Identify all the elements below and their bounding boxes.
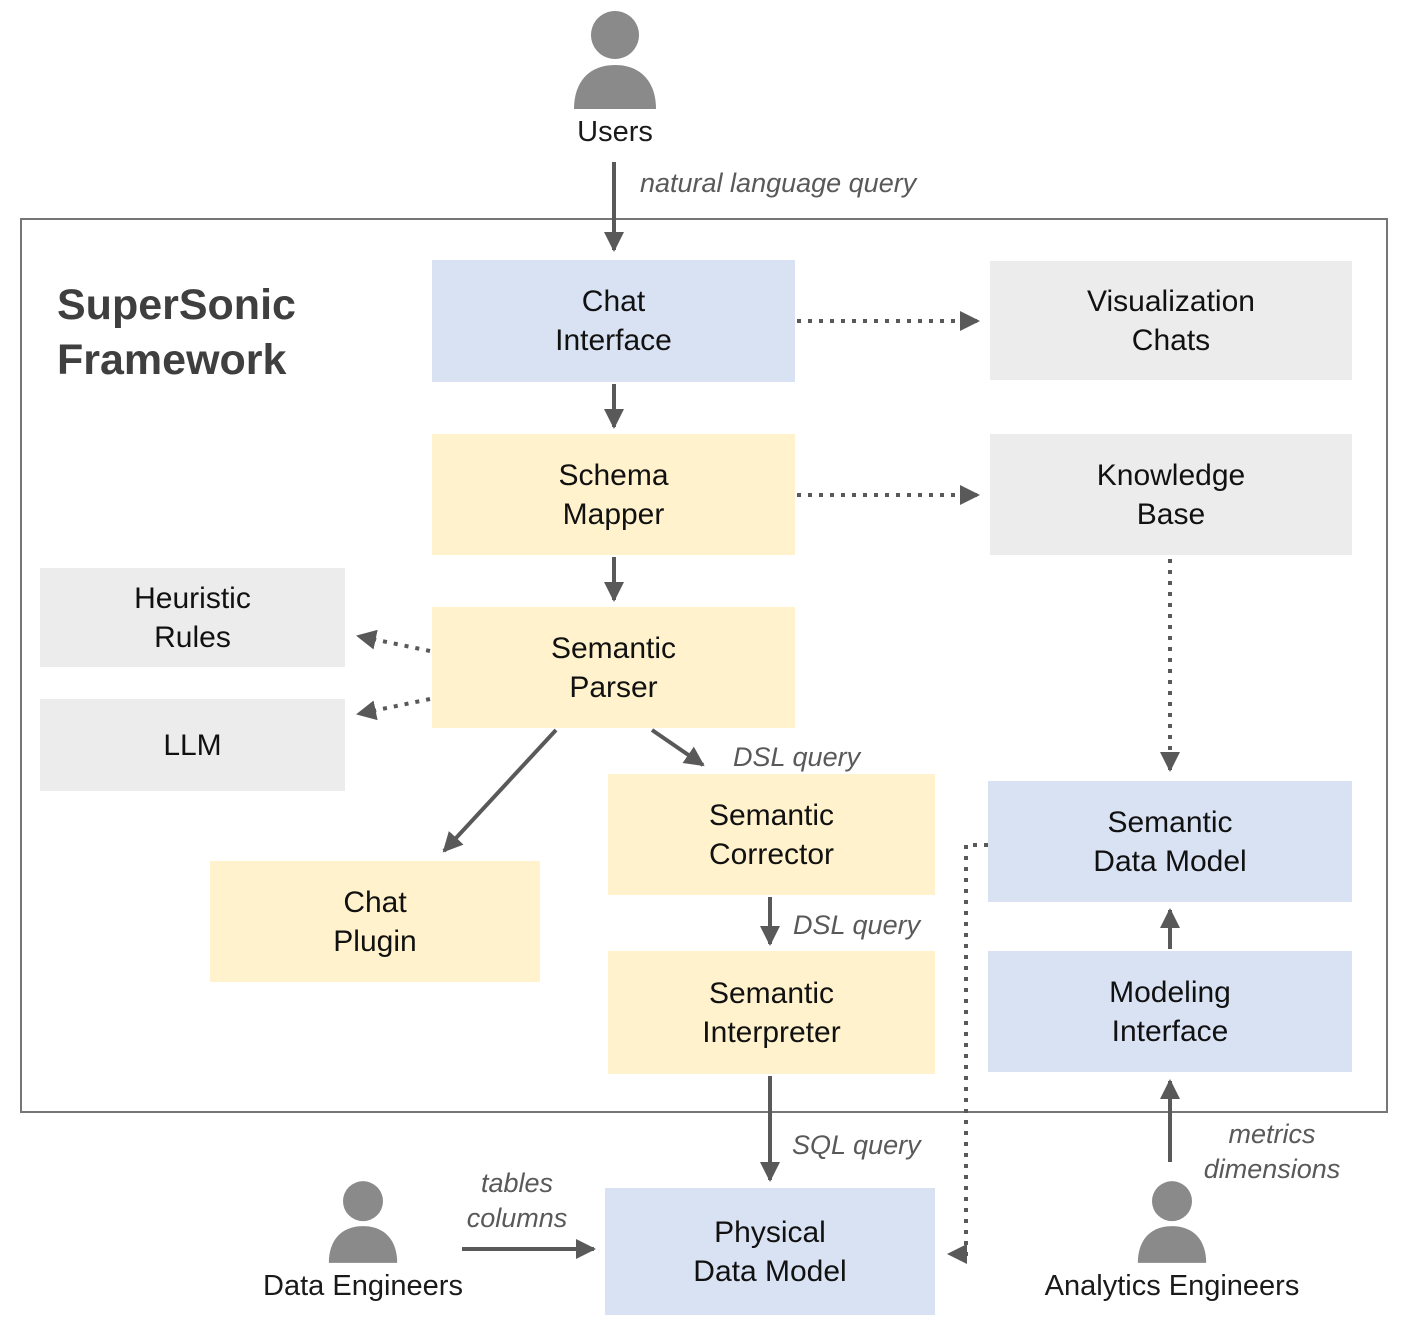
node-visualization-chats: Visualization Chats xyxy=(990,261,1352,380)
edge-label-metrics-dimensions: metrics dimensions xyxy=(1203,1119,1341,1184)
user-icon xyxy=(574,11,656,109)
user-icon xyxy=(328,1181,398,1263)
node-heuristic-rules: Heuristic Rules xyxy=(40,568,345,667)
edge-label-dsl-query-1: DSL query xyxy=(733,742,861,772)
actor-users-label: Users xyxy=(577,116,653,148)
node-semantic-interpreter: Semantic Interpreter xyxy=(608,951,935,1074)
actor-data-engineers: Data Engineers xyxy=(263,1180,463,1303)
node-semantic-data-model: Semantic Data Model xyxy=(988,781,1352,902)
user-icon xyxy=(1137,1181,1207,1263)
node-semantic-corrector: Semantic Corrector xyxy=(608,774,935,895)
actor-data-engineers-label: Data Engineers xyxy=(263,1270,463,1302)
edge-label-dsl-query-2: DSL query xyxy=(793,910,921,940)
node-llm: LLM xyxy=(40,699,345,791)
edge-label-sql-query: SQL query xyxy=(792,1130,921,1160)
node-modeling-interface: Modeling Interface xyxy=(988,951,1352,1072)
actor-analytics-engineers-label: Analytics Engineers xyxy=(1044,1270,1300,1302)
node-semantic-parser: Semantic Parser xyxy=(432,607,795,728)
node-schema-mapper: Schema Mapper xyxy=(432,434,795,555)
node-chat-plugin: Chat Plugin xyxy=(210,861,540,982)
actor-users: Users xyxy=(540,10,690,149)
actor-analytics-engineers: Analytics Engineers xyxy=(1044,1180,1300,1303)
node-knowledge-base: Knowledge Base xyxy=(990,434,1352,555)
framework-title: SuperSonic Framework xyxy=(57,281,296,385)
edge-label-tables-columns: tables columns xyxy=(466,1168,568,1233)
edge-label-natural-language-query: natural language query xyxy=(640,168,917,198)
node-physical-data-model: Physical Data Model xyxy=(605,1188,935,1315)
framework-boundary xyxy=(20,218,1388,1113)
node-chat-interface: Chat Interface xyxy=(432,260,795,382)
